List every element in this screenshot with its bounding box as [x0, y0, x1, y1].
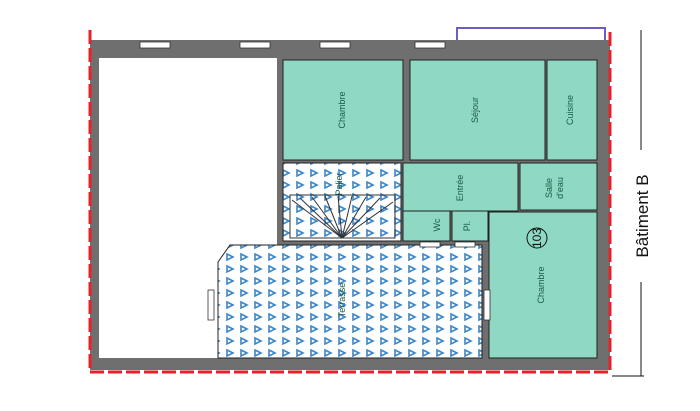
room-chambre[interactable] — [282, 59, 404, 161]
lot-boundary — [88, 30, 612, 374]
label-terrasse: Terrasse — [337, 283, 347, 318]
unit-number: 103 — [530, 228, 544, 248]
room-placard[interactable] — [451, 210, 489, 242]
staircase — [289, 194, 396, 239]
label-chambre-103: Chambre — [536, 266, 546, 303]
room-sejour[interactable] — [409, 59, 546, 161]
room-terrasse[interactable] — [217, 244, 483, 359]
room-cuisine[interactable] — [546, 59, 598, 161]
label-entree: Entrée — [455, 175, 465, 202]
room-salle-eau[interactable] — [519, 162, 598, 211]
windows — [139, 41, 491, 321]
room-palier[interactable] — [282, 162, 402, 242]
room-chambre-103[interactable] — [488, 211, 598, 359]
label-cuisine: Cuisine — [565, 95, 575, 125]
label-chambre: Chambre — [337, 91, 347, 128]
label-salle: Salle — [544, 178, 554, 198]
label-palier: Palier — [334, 172, 344, 195]
label-wc: Wc — [432, 218, 442, 231]
room-wc[interactable] — [402, 210, 451, 242]
building-label: Bâtiment B — [633, 174, 652, 257]
label-sejour: Séjour — [470, 97, 480, 123]
label-deau: d'eau — [555, 177, 565, 199]
label-placard: Pl. — [462, 221, 472, 232]
unit-number-circle — [526, 227, 548, 249]
